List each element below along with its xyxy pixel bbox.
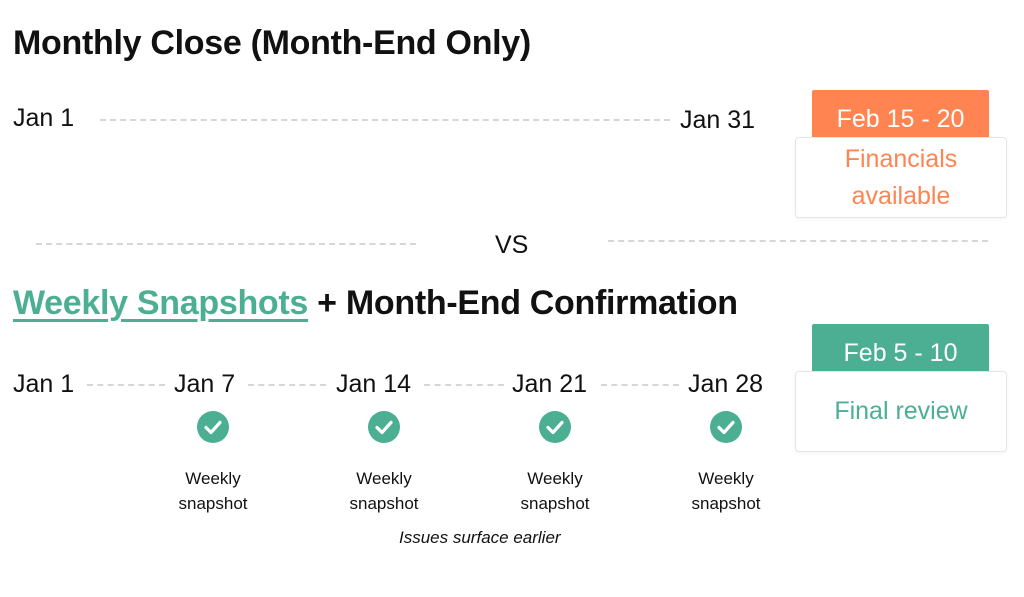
week-3-snapshot-label: Weekly snapshot [495,466,615,516]
weekly-result-card: Final review [795,371,1007,452]
weekly-start-date: Jan 1 [13,370,75,398]
monthly-end-date: Jan 31 [680,106,756,134]
issues-note: Issues surface earlier [399,528,561,547]
weekly-timeline-segment [248,384,326,386]
check-circle-icon [539,411,571,443]
week-2-date: Jan 14 [336,370,412,398]
week-2-snapshot-label: Weekly snapshot [324,466,444,516]
monthly-result-line2: available [851,181,951,210]
week-4-snapshot-label: Weekly snapshot [666,466,786,516]
check-circle-icon [197,411,229,443]
monthly-start-date: Jan 1 [13,104,75,132]
weekly-timeline-segment [87,384,165,386]
monthly-result-line1: Financials [844,144,958,173]
snapshot-label-line1: Weekly [185,469,241,488]
weekly-snapshots-link[interactable]: Weekly Snapshots [13,284,309,322]
week-1-date: Jan 7 [174,370,236,398]
monthly-result-card: Financials available [795,137,1007,218]
week-4-date: Jan 28 [688,370,764,398]
snapshot-label-line1: Weekly [527,469,583,488]
vs-divider-right [608,240,988,242]
check-circle-icon [710,411,742,443]
snapshot-label-line2: snapshot [349,494,419,513]
weekly-title-rest: + Month-End Confirmation [317,284,738,322]
week-3-date: Jan 21 [512,370,588,398]
check-circle-icon [368,411,400,443]
monthly-timeline-line [100,119,670,121]
weekly-title: Weekly Snapshots + Month-End Confirmatio… [13,284,738,323]
monthly-title: Monthly Close (Month-End Only) [13,24,531,62]
vs-label: VS [495,231,529,259]
vs-divider-left [36,243,416,245]
snapshot-label-line1: Weekly [698,469,754,488]
snapshot-label-line1: Weekly [356,469,412,488]
snapshot-label-line2: snapshot [178,494,248,513]
snapshot-label-line2: snapshot [520,494,590,513]
weekly-timeline-segment [601,384,679,386]
weekly-timeline-segment [424,384,504,386]
week-1-snapshot-label: Weekly snapshot [153,466,273,516]
weekly-result-text: Final review [834,397,968,425]
snapshot-label-line2: snapshot [691,494,761,513]
